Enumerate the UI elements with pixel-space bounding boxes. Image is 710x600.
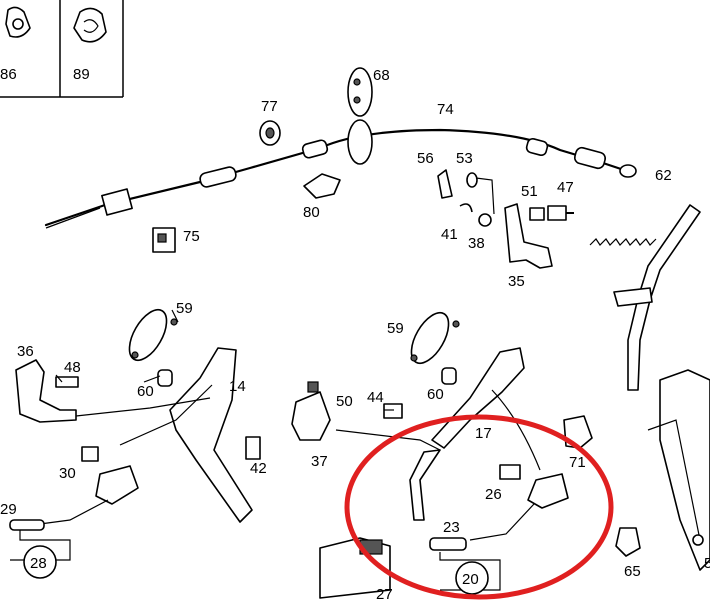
part-number-labels: 68 77 74 56 53 62 51 47 80 75 41 38 35 5… [0,67,710,600]
clip-80-icon [303,173,341,199]
label-42: 42 [250,460,267,477]
label-53: 53 [456,150,473,167]
label-41: 41 [441,226,458,243]
label-62: 62 [655,167,672,184]
grommet-77-icon [259,120,281,146]
label-44: 44 [367,389,384,406]
label-65: 65 [624,563,641,580]
accelerator-pedal-right [647,369,710,571]
label-51: 51 [521,183,538,200]
clip-75-icon [152,227,176,253]
pedal-assembly-middle [291,311,641,557]
throttle-cable [44,119,637,229]
spring-lever-62 [589,204,701,391]
label-14: 14 [229,378,246,395]
label-59-left: 59 [176,300,193,317]
highlighted-group [319,414,614,600]
kickdown-switch-left [9,446,139,579]
leader-lines [55,309,394,411]
label-80: 80 [303,204,320,221]
label-28: 28 [30,555,47,572]
label-23: 23 [443,519,460,536]
label-74: 74 [437,101,454,118]
label-68: 68 [373,67,390,84]
pedal-assembly-left [15,308,261,523]
label-75: 75 [183,228,200,245]
label-59-middle: 59 [387,320,404,337]
label-26: 26 [485,486,502,503]
label-50: 50 [336,393,353,410]
label-37: 37 [311,453,328,470]
inset-boxes: 86 89 [0,0,124,98]
highlight-ring [344,414,614,600]
bracket-35-cluster [437,169,574,269]
clip-89-icon [73,7,107,43]
label-77: 77 [261,98,278,115]
label-30: 30 [59,465,76,482]
clip-86-icon [5,6,31,38]
label-17: 17 [475,425,492,442]
label-56: 56 [417,150,434,167]
label-48: 48 [64,359,81,376]
label-5: 5 [704,555,710,572]
label-20: 20 [462,571,479,588]
label-29: 29 [0,501,17,518]
label-89: 89 [73,66,90,83]
label-86: 86 [0,66,17,83]
label-47: 47 [557,179,574,196]
label-60-middle: 60 [427,386,444,403]
bracket-68-icon [347,67,373,117]
label-38: 38 [468,235,485,252]
label-71: 71 [569,454,586,471]
label-35: 35 [508,273,525,290]
label-60-left: 60 [137,383,154,400]
label-27: 27 [376,586,393,600]
label-36: 36 [17,343,34,360]
